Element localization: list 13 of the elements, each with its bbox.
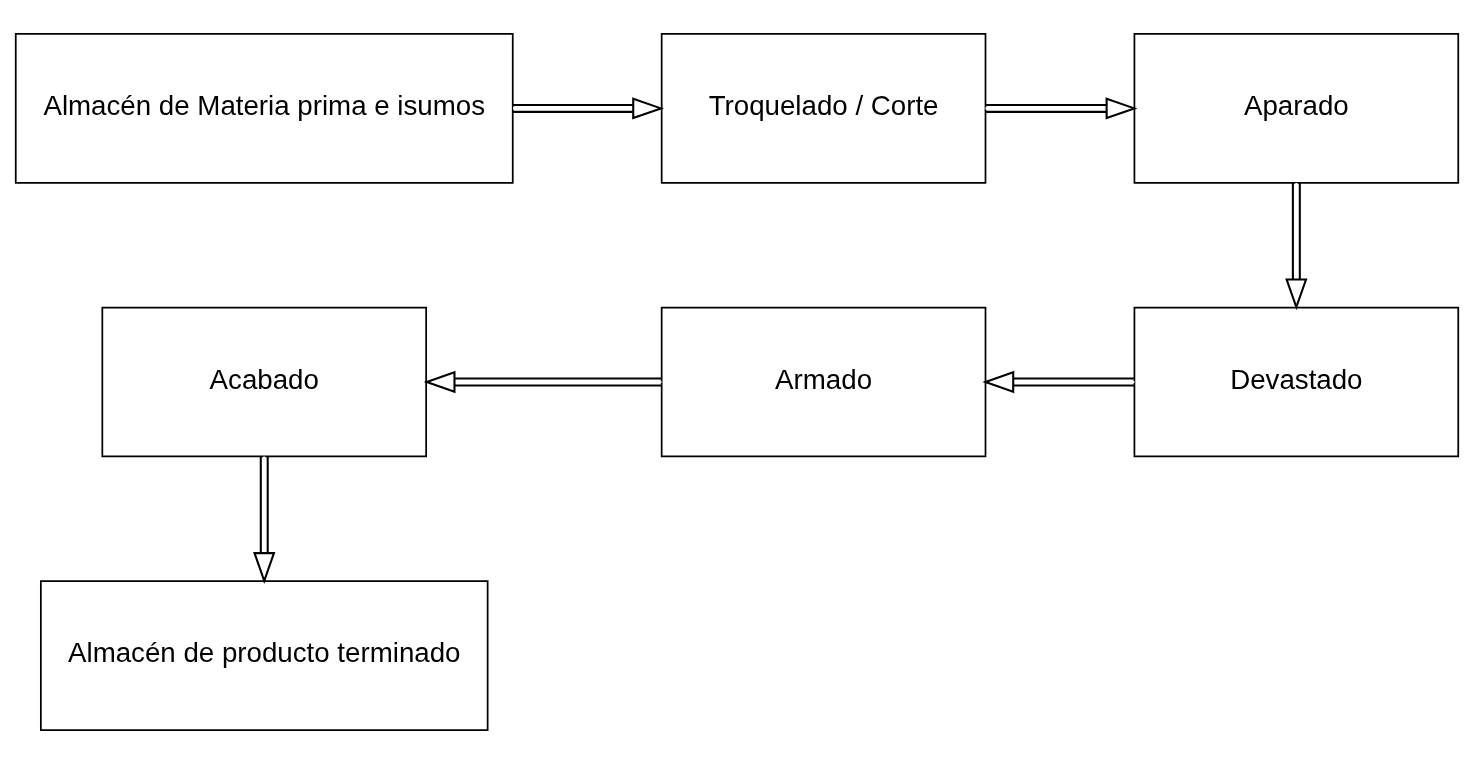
arrow (423, 370, 662, 393)
arrow (982, 370, 1135, 393)
arrow (1285, 182, 1308, 310)
arrow (253, 456, 276, 584)
arrow (985, 96, 1138, 120)
node-box: Devastado (1133, 306, 1460, 457)
node-box: Almacén de Materia prima e isumos (14, 32, 514, 184)
node-box: Armado (660, 306, 987, 457)
node-box: Almacén de producto terminado (40, 579, 489, 731)
arrow (513, 96, 665, 120)
node-box: Acabado (101, 306, 428, 457)
node-box: Aparado (1133, 32, 1460, 184)
node-box: Troquelado / Corte (660, 32, 987, 184)
